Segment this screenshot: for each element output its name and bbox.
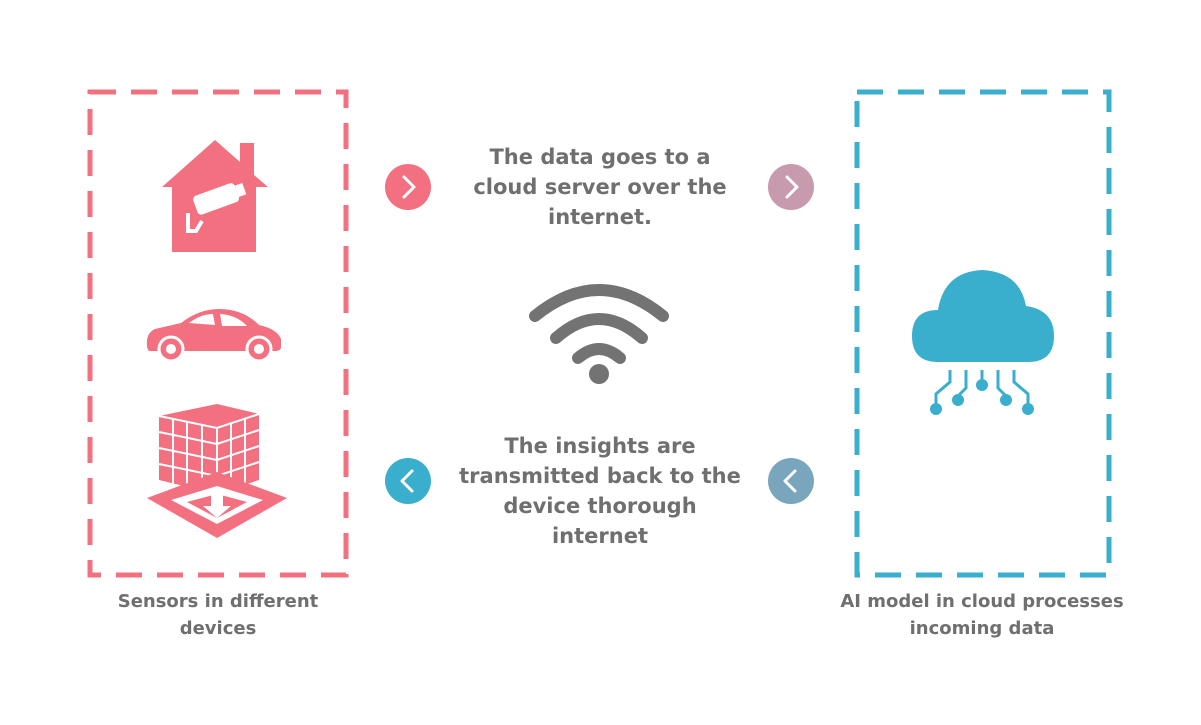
devices-frame [87, 89, 349, 578]
smart-building-icon [147, 404, 287, 538]
chevron-left-icon [783, 469, 797, 493]
car-icon [146, 309, 281, 363]
devices-caption: Sensors in different devices [117, 591, 319, 639]
arrow-top-right [768, 164, 814, 210]
arrow-bottom-left [385, 458, 431, 504]
house-with-security-camera-icon [162, 140, 268, 252]
chevron-left-icon [400, 469, 414, 493]
chevron-right-icon [402, 175, 416, 199]
insights-message: The insights are transmitted back to the… [459, 434, 741, 548]
cloud-ai-circuit-icon [912, 270, 1054, 415]
arrow-top-left [385, 164, 431, 210]
chevron-right-icon [785, 175, 799, 199]
cloud-caption: AI model in cloud processes incoming dat… [840, 591, 1124, 639]
wifi-icon [529, 284, 669, 384]
arrow-bottom-right [768, 458, 814, 504]
upload-message: The data goes to a cloud server over the… [473, 145, 727, 229]
cloud-frame [854, 89, 1112, 578]
